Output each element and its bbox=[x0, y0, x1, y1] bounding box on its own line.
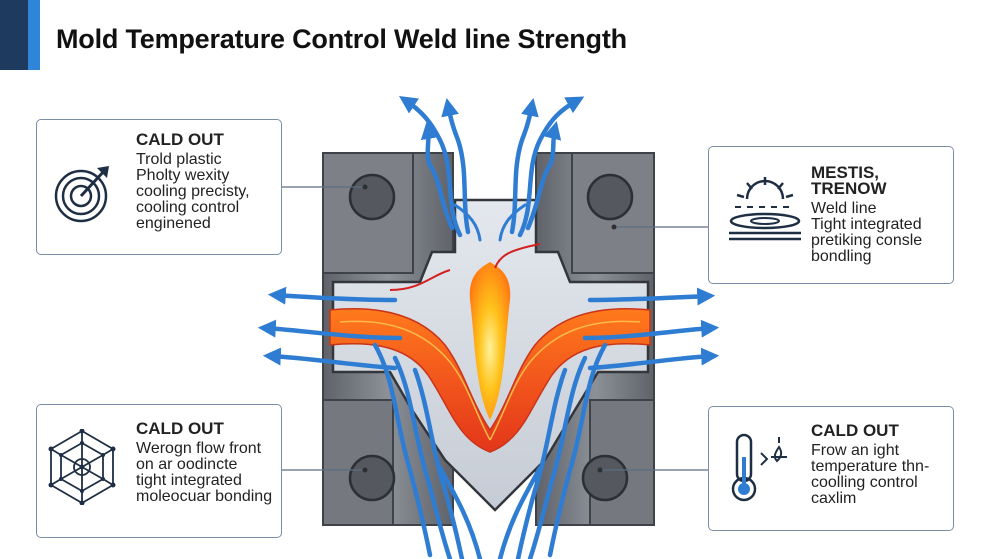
callout-line: Pholty wexity bbox=[136, 167, 230, 184]
cooling-channel-top-right bbox=[586, 173, 634, 221]
callout-line: Tight integrated bbox=[811, 216, 922, 233]
callout-heading: MESTIS, TRENOW bbox=[811, 163, 887, 198]
cooling-channel-top-left bbox=[348, 173, 396, 221]
leader-lines bbox=[282, 184, 708, 473]
callout-line: enginened bbox=[136, 215, 211, 232]
callout-heading: CALD OUT bbox=[811, 421, 899, 440]
sun-heat-plate-icon bbox=[729, 177, 801, 241]
title-accent-bar bbox=[0, 0, 40, 70]
callout-line: coolling control bbox=[811, 474, 918, 491]
callout-top-left: CALD OUT Trold plastic Pholty wexity coo… bbox=[36, 119, 282, 255]
callout-line: cooling control bbox=[136, 199, 240, 216]
molecular-lattice-icon bbox=[48, 429, 116, 505]
cooling-channel-bottom-right bbox=[581, 454, 629, 502]
callout-line: Weld line bbox=[811, 200, 877, 217]
weld-line-core bbox=[469, 262, 511, 420]
cooling-channel-bottom-left bbox=[348, 454, 396, 502]
callout-line: cooling precisty, bbox=[136, 183, 250, 200]
target-arrow-icon bbox=[54, 166, 109, 223]
callout-line: Trold plastic bbox=[136, 151, 222, 168]
callout-line: pretiking consle bbox=[811, 232, 923, 249]
callout-line: Werogn flow front bbox=[136, 440, 262, 457]
page-title: Mold Temperature Control Weld line Stren… bbox=[56, 24, 627, 54]
callout-line: on ar oodincte bbox=[136, 456, 238, 473]
callout-heading: CALD OUT bbox=[136, 130, 224, 149]
callout-bottom-right: CALD OUT Frow an ight temperature thn- c… bbox=[708, 406, 954, 531]
molten-plastic-flow bbox=[329, 243, 651, 453]
callout-line: caxlim bbox=[811, 490, 857, 507]
callout-line: moleocuar bonding bbox=[136, 488, 273, 505]
callout-bottom-left: CALD OUT Werogn flow front on ar oodinct… bbox=[36, 404, 282, 538]
cooling-flow-arrows bbox=[257, 96, 720, 559]
callout-heading: CALD OUT bbox=[136, 419, 224, 438]
callout-line: temperature thn- bbox=[811, 458, 930, 475]
callout-line: bondling bbox=[811, 248, 872, 265]
thermometer-icon bbox=[731, 433, 787, 502]
callout-line: tight integrated bbox=[136, 472, 242, 489]
callout-line: Frow an ight bbox=[811, 442, 900, 459]
callout-top-right: MESTIS, TRENOW Weld line Tight integrate… bbox=[708, 146, 954, 284]
